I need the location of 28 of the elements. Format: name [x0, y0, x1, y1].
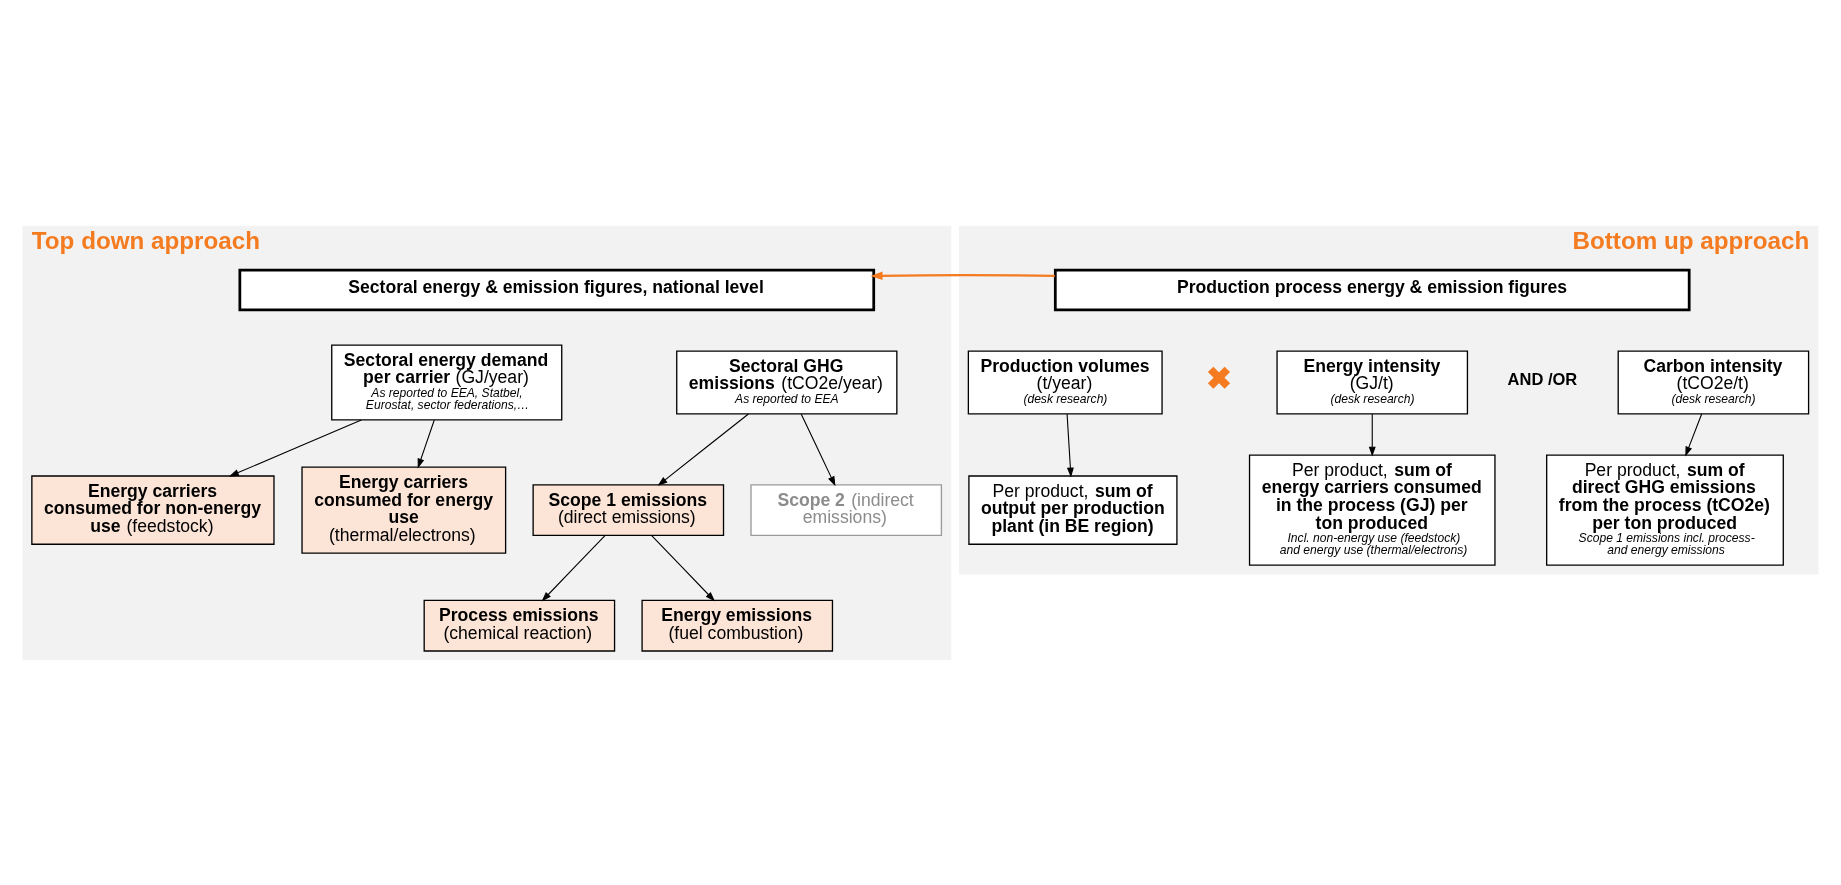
arrow: [651, 534, 716, 601]
label: AND /OR: [1507, 369, 1578, 388]
node-box: Sectoral GHG emissions (tCO2e/year) As reported to EEA: [676, 349, 898, 414]
label: ✖: [1206, 360, 1233, 396]
node-box: Per product, sum of direct GHG emissions from the process (tCO2e) per ton produced Scope 1 emissions incl. process- and energy emissions: [1546, 453, 1784, 566]
node-box: Carbon intensity (tCO2e/t) (desk research): [1617, 349, 1810, 414]
node-box: Energy emissions (fuel combustion): [641, 599, 834, 652]
arrow: [800, 412, 836, 486]
node-box: Sectoral energy demand per carrier (GJ/year) As reported to EEA, Statbel, Eurostat, sector federations,…: [331, 343, 563, 421]
arrow: [1685, 412, 1703, 456]
node-box: Per product, sum of energy carriers consumed in the process (GJ) per ton produced Incl. non-energy use (feedstock) and energy use (thermal/electrons): [1248, 453, 1496, 566]
arrow: [1066, 412, 1074, 478]
node-box: Production volumes (t/year) (desk research): [967, 349, 1163, 414]
node-box: Scope 2 (indirect emissions): [750, 483, 943, 536]
node-box: Energy carriers consumed for non-energy use (feedstock): [31, 474, 275, 545]
node-box: Scope 1 emissions (direct emissions): [532, 483, 725, 536]
arrow: [417, 419, 435, 468]
arrow: [657, 412, 749, 486]
arrow: [1368, 412, 1376, 457]
node-box: Production process energy & emission figures: [1053, 268, 1691, 311]
node-box: Per product, sum of output per production plant (in BE region): [968, 474, 1178, 545]
node-box: Sectoral energy & emission figures, national level: [238, 268, 876, 311]
arrow: [870, 271, 1055, 280]
node-box: Energy intensity (GJ/t) (desk research): [1276, 349, 1469, 414]
arrow: [228, 418, 362, 477]
arrow: [541, 534, 606, 601]
node-box: Energy carriers consumed for energy use (thermal/electrons): [301, 466, 507, 554]
node-box: Process emissions (chemical reaction): [423, 599, 616, 652]
